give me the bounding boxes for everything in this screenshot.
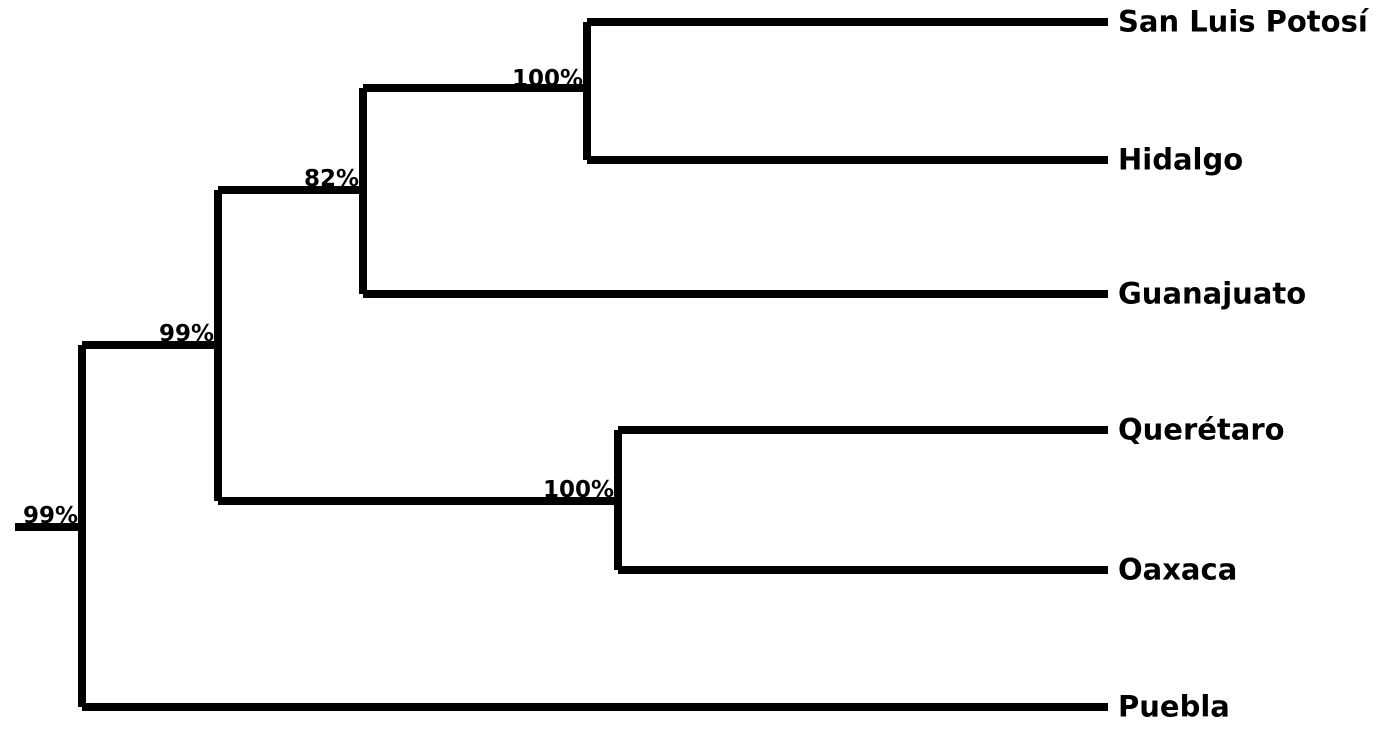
support-label-node82: 82% <box>303 166 359 192</box>
tip-label-guanajuato: Guanajuato <box>1118 276 1307 311</box>
tip-label-puebla: Puebla <box>1118 689 1230 724</box>
support-label-node100a: 100% <box>511 66 583 92</box>
tip-label-oaxaca: Oaxaca <box>1118 552 1238 587</box>
tip-label-san-luis-potosi: San Luis Potosí <box>1118 4 1368 39</box>
support-label-node99: 99% <box>158 321 214 347</box>
support-label-node100b: 100% <box>542 477 614 503</box>
tip-label-queretaro: Querétaro <box>1118 412 1285 447</box>
tip-label-hidalgo: Hidalgo <box>1118 142 1244 177</box>
support-label-root: 99% <box>22 503 78 529</box>
